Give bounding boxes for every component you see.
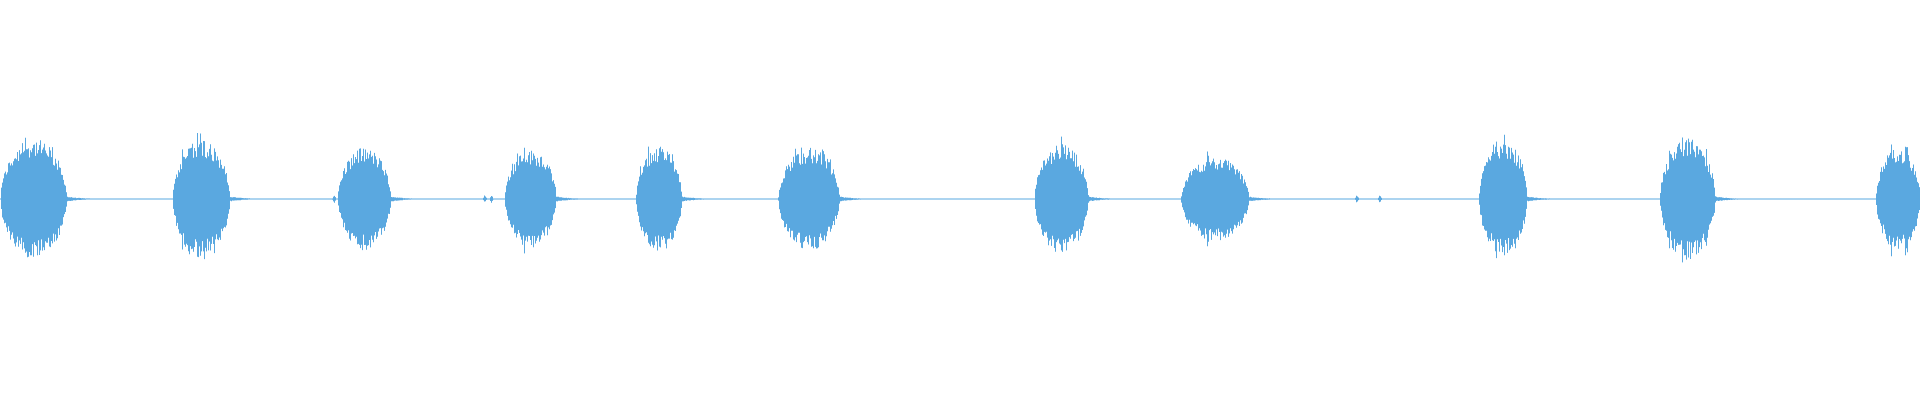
waveform-burst-11 [1876,154,1920,245]
waveform-envelope [1,133,1920,263]
waveform-burst-10 [1660,145,1715,253]
waveform-burst-6 [778,154,839,245]
waveform-burst-9 [1479,148,1527,249]
waveform-burst-7 [1034,150,1088,248]
waveform-burst-1 [0,146,67,253]
waveform-burst-2 [172,147,230,251]
waveform-burst-4 [504,155,556,242]
waveform-samples [1,133,1920,263]
waveform-burst-8 [1181,161,1249,236]
waveform-burst-5 [636,152,682,246]
waveform-burst-3 [338,154,391,245]
